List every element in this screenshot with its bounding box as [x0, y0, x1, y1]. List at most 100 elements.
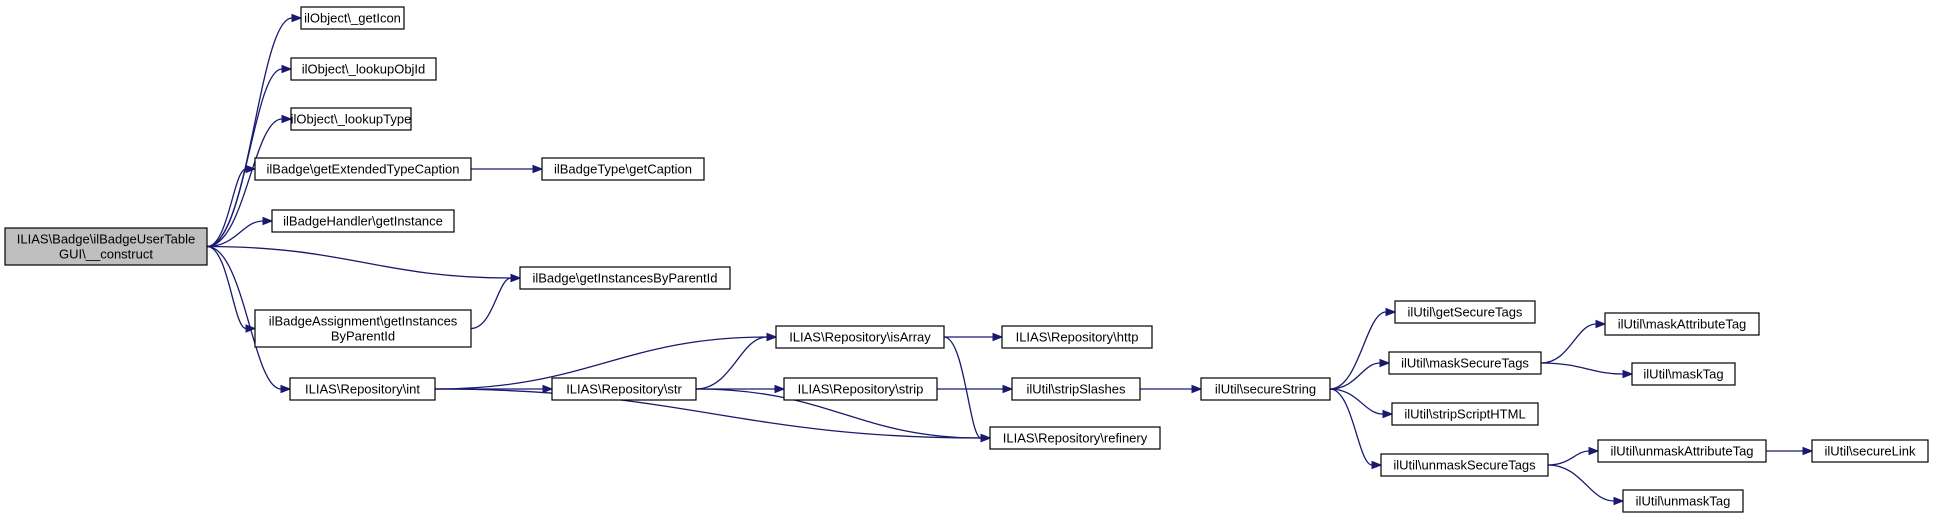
- node-secureString[interactable]: ilUtil\secureString: [1200, 377, 1331, 401]
- node-assignmentGetInstances[interactable]: ilBadgeAssignment\getInstancesByParentId: [254, 309, 472, 348]
- node-stripScriptHTML[interactable]: ilUtil\stripScriptHTML: [1391, 402, 1539, 426]
- node-label: ilUtil\stripSlashes: [1027, 382, 1126, 397]
- edge-line: [1329, 311, 1387, 390]
- edge-line: [206, 245, 247, 330]
- node-box: [1394, 300, 1536, 324]
- edge-line: [1540, 323, 1597, 364]
- node-box: [1001, 325, 1153, 349]
- node-getIcon[interactable]: ilObject\_getIcon: [300, 6, 405, 30]
- edge-root-to-lookupType: [206, 114, 293, 248]
- edge-secureString-to-getSecureTags: [1329, 307, 1397, 390]
- edge-getExtendedTypeCaption-to-getCaption: [470, 164, 544, 174]
- node-unmaskTag[interactable]: ilUtil\unmaskTag: [1622, 489, 1744, 513]
- edge-line: [1547, 450, 1590, 466]
- node-box: [541, 157, 705, 181]
- node-stripSlashes[interactable]: ilUtil\stripSlashes: [1011, 377, 1141, 401]
- edge-arrowhead: [1385, 307, 1397, 317]
- node-repoHttp[interactable]: ILIAS\Repository\http: [1001, 325, 1153, 349]
- edge-arrowhead: [262, 216, 274, 226]
- node-getCaption[interactable]: ilBadgeType\getCaption: [541, 157, 705, 181]
- edge-line: [206, 168, 247, 248]
- edge-secureString-to-unmaskSecureTags: [1329, 388, 1383, 470]
- node-maskAttributeTag[interactable]: ilUtil\maskAttributeTag: [1604, 312, 1760, 336]
- node-box: [290, 57, 437, 81]
- edge-arrowhead: [510, 273, 522, 283]
- edge-arrowhead: [766, 332, 778, 342]
- edge-root-to-repoInt: [206, 245, 292, 394]
- node-label: ilBadge\getInstancesByParentId: [532, 271, 717, 286]
- node-repoStr[interactable]: ILIAS\Repository\str: [551, 377, 697, 401]
- node-box: [519, 266, 731, 290]
- edge-arrowhead: [1613, 496, 1625, 506]
- node-getSecureTags[interactable]: ilUtil\getSecureTags: [1394, 300, 1536, 324]
- node-root[interactable]: ILIAS\Badge\ilBadgeUserTableGUI\__constr…: [4, 227, 208, 266]
- node-maskSecureTags[interactable]: ilUtil\maskSecureTags: [1388, 351, 1542, 375]
- node-box: [4, 227, 208, 266]
- edge-root-to-lookupObjId: [206, 64, 293, 248]
- node-handlerGetInstance[interactable]: ilBadgeHandler\getInstance: [271, 209, 455, 233]
- edge-line: [206, 118, 283, 248]
- edge-secureString-to-stripScriptHTML: [1329, 388, 1394, 419]
- node-label: ilBadgeType\getCaption: [554, 162, 692, 177]
- edge-line: [206, 220, 264, 248]
- edge-line: [1329, 362, 1381, 390]
- node-box: [1380, 453, 1549, 477]
- node-label: ilUtil\unmaskSecureTags: [1393, 458, 1536, 473]
- edge-arrowhead: [1382, 409, 1394, 419]
- node-label: ByParentId: [331, 329, 395, 344]
- edge-arrowhead: [992, 332, 1004, 342]
- node-label: ILIAS\Repository\strip: [798, 382, 924, 397]
- node-unmaskSecureTags[interactable]: ilUtil\unmaskSecureTags: [1380, 453, 1549, 477]
- node-label: ilUtil\maskSecureTags: [1401, 356, 1529, 371]
- node-label: ILIAS\Repository\refinery: [1003, 431, 1148, 446]
- node-label: ilUtil\maskAttributeTag: [1618, 317, 1747, 332]
- node-box: [254, 157, 472, 181]
- edge-arrowhead: [1191, 384, 1203, 394]
- node-label: ILIAS\Repository\isArray: [789, 330, 931, 345]
- node-box: [783, 377, 938, 401]
- node-box: [1631, 362, 1736, 386]
- edge-unmaskAttributeTag-to-secureLink: [1765, 446, 1814, 456]
- edge-arrowhead: [1002, 384, 1014, 394]
- node-repoInt[interactable]: ILIAS\Repository\int: [289, 377, 436, 401]
- node-label: ILIAS\Badge\ilBadgeUserTable: [17, 232, 196, 247]
- edge-arrowhead: [281, 114, 293, 124]
- edge-line: [434, 388, 982, 439]
- edge-arrowhead: [291, 13, 303, 23]
- node-label: ilBadgeHandler\getInstance: [283, 214, 443, 229]
- node-label: ilObject\_lookupType: [291, 112, 412, 127]
- edge-repoStr-to-repoIsArray: [695, 332, 778, 390]
- node-getExtendedTypeCaption[interactable]: ilBadge\getExtendedTypeCaption: [254, 157, 472, 181]
- node-secureLink[interactable]: ilUtil\secureLink: [1811, 439, 1929, 463]
- node-label: ilUtil\unmaskAttributeTag: [1610, 444, 1753, 459]
- edge-repoStrip-to-stripSlashes: [937, 384, 1014, 394]
- edge-repoIsArray-to-repoRefinery: [943, 336, 992, 443]
- edge-arrowhead: [1595, 319, 1607, 329]
- node-box: [254, 309, 472, 348]
- node-unmaskAttributeTag[interactable]: ilUtil\unmaskAttributeTag: [1597, 439, 1767, 463]
- node-label: ilUtil\unmaskTag: [1636, 494, 1731, 509]
- node-lookupType[interactable]: ilObject\_lookupType: [290, 107, 412, 131]
- edges-layer: [206, 13, 1814, 506]
- node-getInstancesByParentId[interactable]: ilBadge\getInstancesByParentId: [519, 266, 731, 290]
- node-repoStrip[interactable]: ILIAS\Repository\strip: [783, 377, 938, 401]
- node-label: ilUtil\maskTag: [1643, 367, 1723, 382]
- edge-root-to-getExtendedTypeCaption: [206, 164, 257, 248]
- node-repoRefinery[interactable]: ILIAS\Repository\refinery: [989, 426, 1161, 450]
- node-box: [290, 107, 412, 131]
- node-box: [551, 377, 697, 401]
- node-box: [1011, 377, 1141, 401]
- edge-arrowhead: [980, 433, 992, 443]
- node-lookupObjId[interactable]: ilObject\_lookupObjId: [290, 57, 437, 81]
- edge-unmaskSecureTags-to-unmaskAttributeTag: [1547, 446, 1600, 466]
- edge-arrowhead: [1622, 369, 1634, 379]
- node-box: [1597, 439, 1767, 463]
- node-box: [1622, 489, 1744, 513]
- node-maskTag[interactable]: ilUtil\maskTag: [1631, 362, 1736, 386]
- edge-line: [1540, 362, 1624, 375]
- node-repoIsArray[interactable]: ILIAS\Repository\isArray: [775, 325, 945, 349]
- edge-line: [943, 336, 982, 439]
- node-box: [989, 426, 1161, 450]
- edge-arrowhead: [245, 164, 257, 174]
